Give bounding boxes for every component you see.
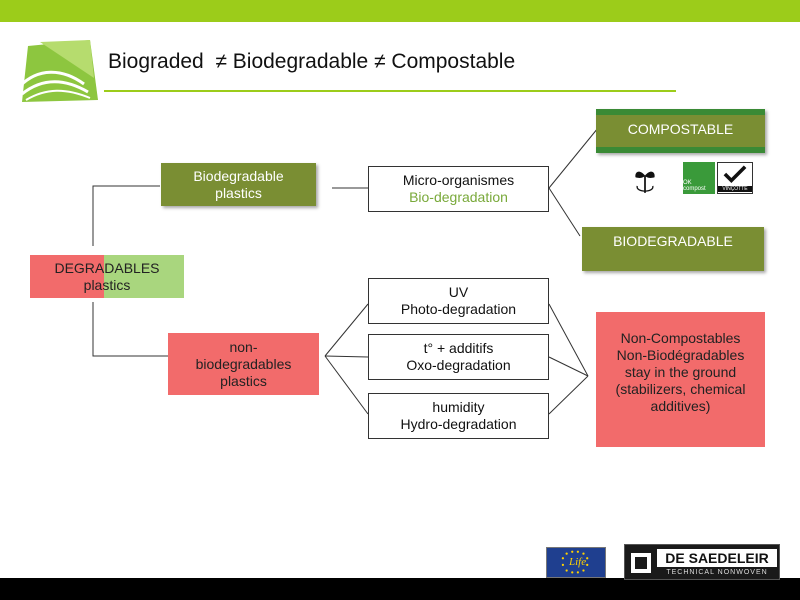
bio-plastics-line1: Biodegradable xyxy=(193,167,284,184)
oxo-line1: t° + additifs xyxy=(423,340,494,356)
compostable-label: COMPOSTABLE xyxy=(627,121,734,137)
nonbio-line2: biodegradables xyxy=(195,355,292,372)
eu-life-text: Life xyxy=(569,556,587,568)
eu-life-logo: Life xyxy=(546,547,606,578)
title-underline xyxy=(104,90,676,92)
nonbio-line1: non- xyxy=(229,338,258,355)
ok-compost-badge: OK compost xyxy=(683,162,715,194)
brand-tagline: TECHNICAL NONWOVEN xyxy=(666,569,768,576)
micro-line2: Bio-degradation xyxy=(409,189,508,205)
brand-name: DE SAEDELEIR xyxy=(657,549,777,567)
degradables-line1: DEGRADABLES xyxy=(54,259,160,276)
hydro-line2: Hydro-degradation xyxy=(400,416,517,432)
biodegradable-label: BIODEGRADABLE xyxy=(613,233,733,249)
noncomp-line4: (stabilizers, chemical xyxy=(615,381,746,397)
nonbio-line3: plastics xyxy=(220,372,267,389)
non-compostables-node: Non-Compostables Non-Biodégradables stay… xyxy=(596,312,765,447)
page-title: Biograded ≠ Biodegradable ≠ Compostable xyxy=(108,50,516,73)
noncomp-line5: additives) xyxy=(650,398,711,414)
ok-compost-text: OK compost xyxy=(683,180,706,192)
degradables-line2: plastics xyxy=(83,276,131,293)
seedling-logo-icon xyxy=(635,171,655,193)
micro-organismes-node: Micro-organismes Bio-degradation xyxy=(368,166,549,212)
bio-plastics-line2: plastics xyxy=(215,184,262,201)
oxo-line2: Oxo-degradation xyxy=(406,357,511,373)
non-biodegradables-plastics-node: non- biodegradables plastics xyxy=(168,333,319,395)
oxo-degradation-node: t° + additifs Oxo-degradation xyxy=(368,334,549,380)
noncomp-line2: Non-Biodégradables xyxy=(616,347,745,363)
noncomp-line1: Non-Compostables xyxy=(620,330,741,346)
micro-line1: Micro-organismes xyxy=(402,172,515,188)
eu-stars-icon xyxy=(561,550,589,574)
bottom-bar xyxy=(0,578,800,600)
biodegradable-node: BIODEGRADABLE xyxy=(582,227,764,271)
leaf-logo-icon xyxy=(18,40,98,102)
uv-photo-degradation-node: UV Photo-degradation xyxy=(368,278,549,324)
noncomp-line3: stay in the ground xyxy=(624,364,737,380)
uv-line1: UV xyxy=(448,284,469,300)
checkmark-icon xyxy=(723,165,747,184)
vincotte-badge: VINÇOTTE xyxy=(717,162,753,194)
compostable-node: COMPOSTABLE xyxy=(596,109,765,153)
hydro-line1: humidity xyxy=(432,399,485,415)
vincotte-text: VINÇOTTE xyxy=(718,186,752,192)
top-accent-bar xyxy=(0,0,800,22)
uv-line2: Photo-degradation xyxy=(400,301,517,317)
biodegradable-plastics-node: Biodegradable plastics xyxy=(161,163,316,206)
degradables-plastics-node: DEGRADABLES plastics xyxy=(30,255,184,298)
hydro-degradation-node: humidity Hydro-degradation xyxy=(368,393,549,439)
de-saedeleir-logo: DE SAEDELEIR TECHNICAL NONWOVEN xyxy=(624,544,780,580)
brand-mark-icon xyxy=(631,553,651,573)
